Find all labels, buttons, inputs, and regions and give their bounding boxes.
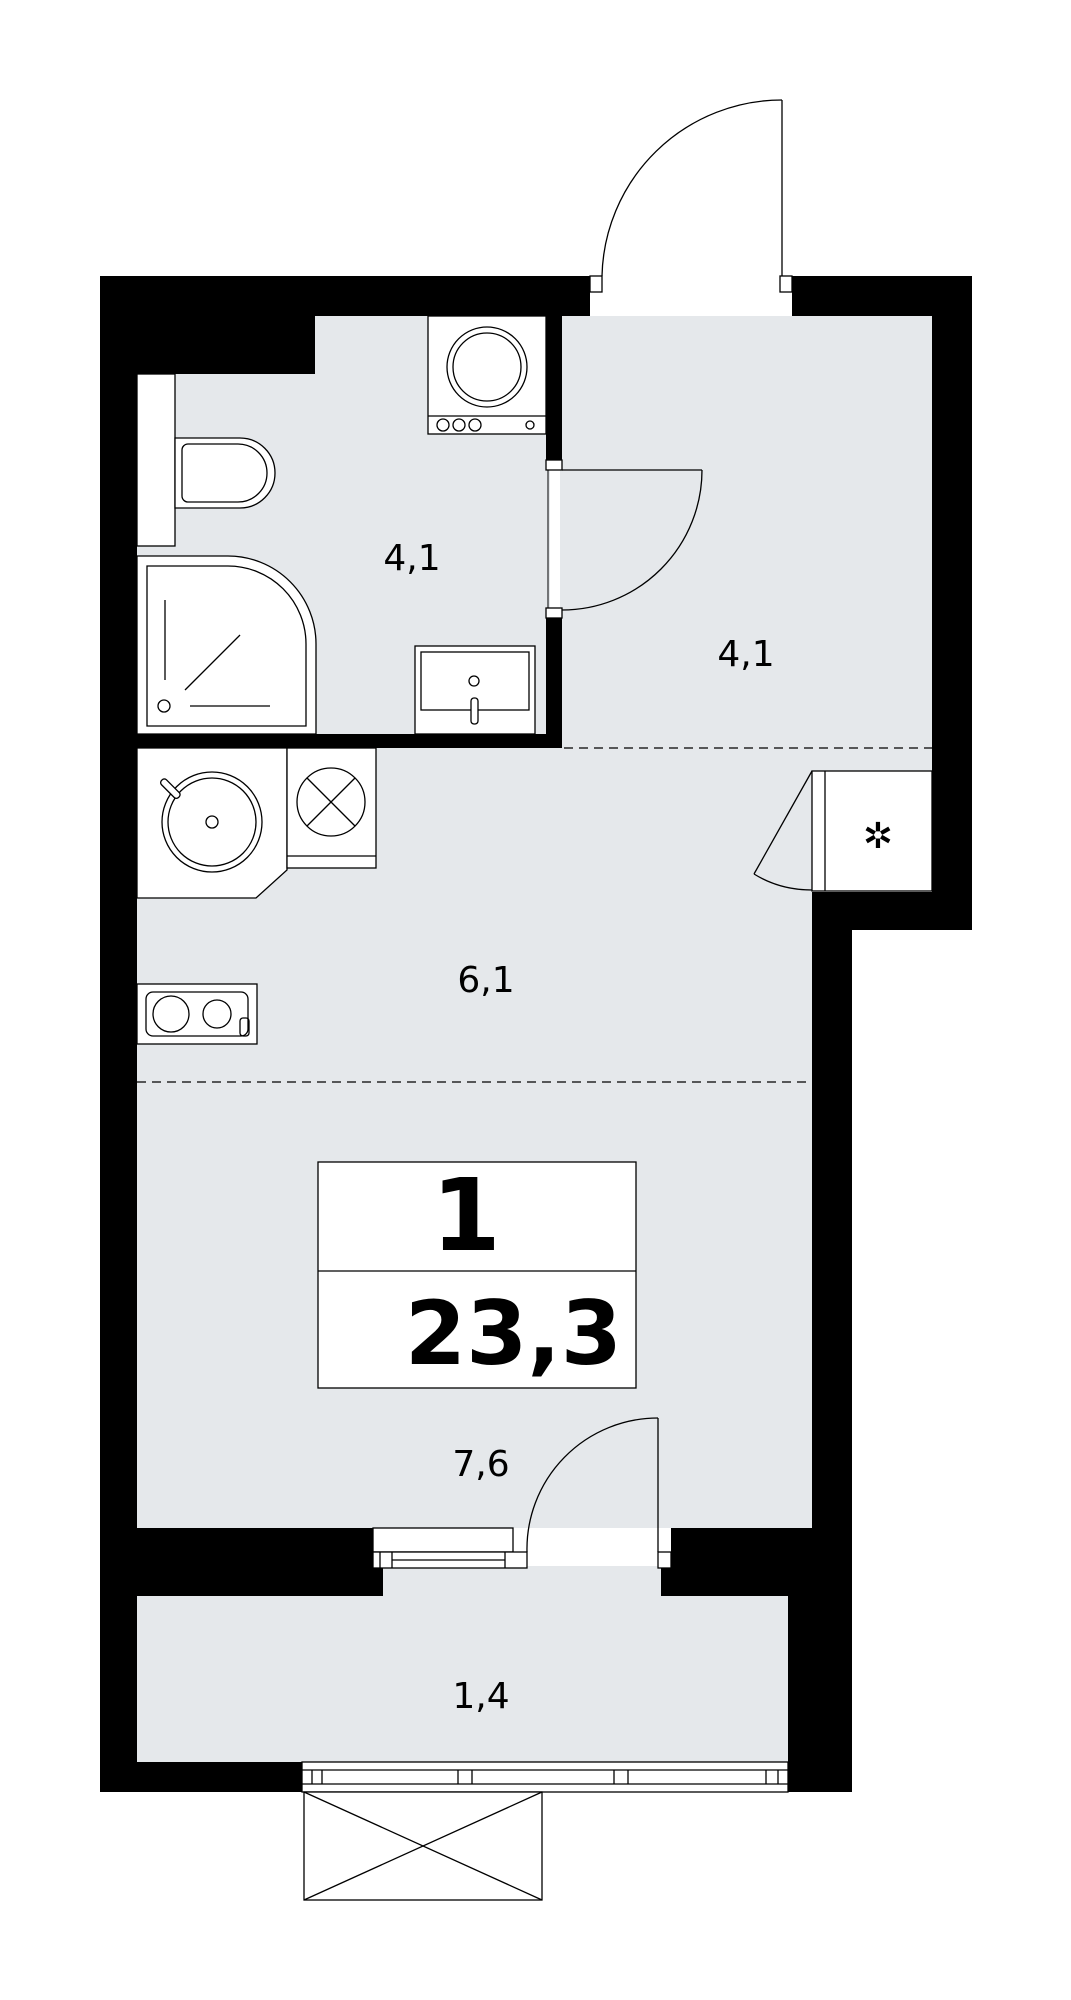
bathroom-area-label: 4,1	[383, 538, 440, 579]
cooktop	[136, 983, 258, 1045]
bathroom-door[interactable]	[545, 459, 703, 619]
rooms-count: 1	[431, 1157, 501, 1274]
balcony-air-conditioner	[303, 1791, 543, 1901]
bathroom-sink	[414, 645, 536, 735]
ventilation-shaft: ✲	[753, 770, 933, 892]
living-room-door[interactable]	[372, 1417, 672, 1569]
walls	[100, 276, 972, 1792]
apartment-summary-box: 1 23,3	[317, 1157, 637, 1389]
kitchen-area-label: 6,1	[457, 960, 514, 1001]
hallway-area-label: 4,1	[717, 634, 774, 675]
total-area: 23,3	[405, 1282, 622, 1385]
washing-machine	[427, 315, 547, 435]
toilet	[136, 373, 276, 547]
balcony-window	[301, 1761, 789, 1793]
shower-tray	[136, 555, 317, 735]
entrance-door[interactable]	[589, 99, 793, 293]
balcony-area-label: 1,4	[452, 1676, 509, 1717]
kitchen-sink	[136, 747, 288, 899]
dishwasher	[286, 747, 377, 869]
asterisk-icon: ✲	[863, 816, 893, 857]
living-area-label: 7,6	[452, 1444, 509, 1485]
